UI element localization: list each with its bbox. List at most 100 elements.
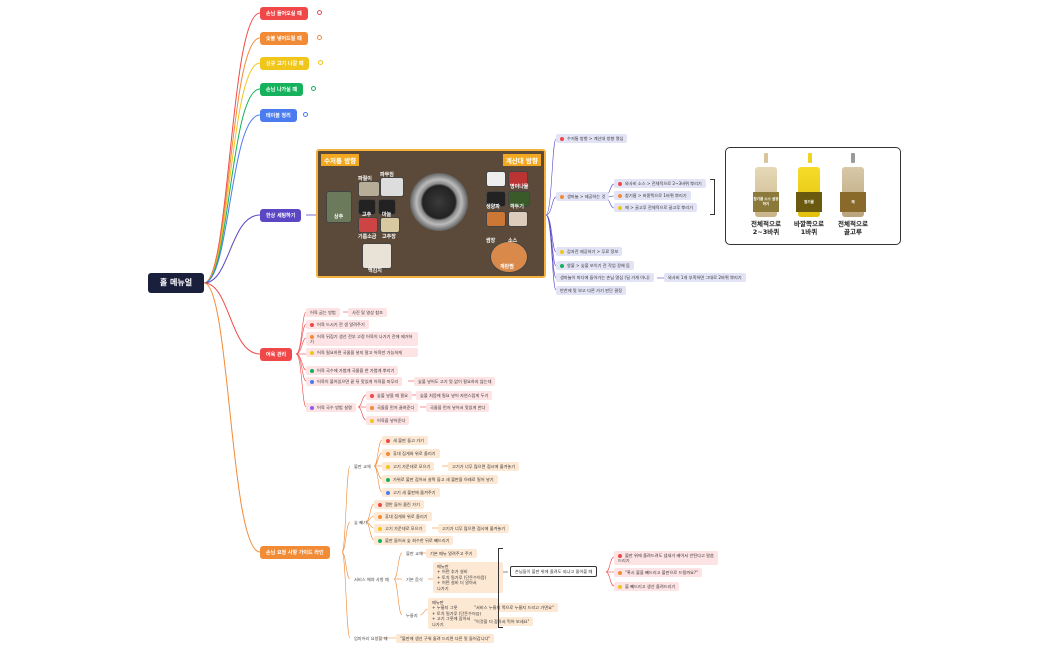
nurungji-note[interactable]: "서비스 누룽지 쪽으로 누룽지 드리고 가면요"	[470, 603, 558, 613]
branch-request-guide[interactable]: 손님 요청 사항 가이드 라인	[260, 546, 330, 559]
photo-label: 고추장	[382, 234, 396, 240]
guide-item[interactable]: 쟁반 들어 올린 가기	[374, 500, 424, 510]
setting-item[interactable]: 반찬에 맛 보고 다른 가기 판단 결정	[556, 286, 626, 296]
meat-item[interactable]: 어육이 불어있으면 끝 뒤 맛있게 어육을 마무리	[306, 377, 403, 387]
photo-label: 고추	[362, 212, 372, 218]
priority-icon	[310, 380, 314, 384]
meat-item[interactable]: 어육 국수 방법 설명	[306, 403, 356, 413]
guide-note[interactable]: 고기가 너무 많으면 접시에 옮겨놓기	[438, 524, 510, 534]
photo-label: 상추	[334, 214, 344, 220]
setting-item[interactable]: 왕불 > 숯불 보이기 전 작업 정해 둠	[556, 261, 634, 271]
meat-note[interactable]: 사진 및 영상 참조	[348, 308, 387, 318]
priority-icon	[378, 503, 382, 507]
branch-customer-leave[interactable]: 손님 나가실 때	[260, 83, 304, 96]
priority-icon	[378, 515, 382, 519]
sauce-step[interactable]: 참기름 > 바깥쪽으로 1바퀴 뿌리기	[614, 191, 691, 201]
guide-group-title[interactable]: 엄마어리 요청할 때	[354, 636, 388, 641]
meat-item[interactable]: 어육 드시기 전 생 알려주기	[306, 320, 369, 330]
priority-icon	[560, 195, 564, 199]
priority-icon	[310, 369, 314, 373]
guide-item[interactable]: 휴대 집게와 위로 올리기	[382, 449, 440, 459]
collapse-toggle-icon[interactable]	[317, 10, 322, 15]
priority-icon	[618, 194, 622, 198]
guide-item[interactable]: "불판에 생선 구워 돌려 드리면 다른 맛 들어갑니다"	[396, 634, 495, 644]
guide-item[interactable]: 불판 교체	[406, 551, 423, 556]
photo-label: 파절이	[358, 176, 372, 182]
priority-icon	[618, 182, 622, 186]
collapse-toggle-icon[interactable]	[303, 112, 308, 117]
sauce-step[interactable]: 와사비 소스 > 전체적으로 2~3바퀴 뿌리기	[614, 179, 706, 189]
branch-new-meat[interactable]: 신규 고기 나갈 때	[260, 57, 310, 70]
priority-icon	[386, 452, 390, 456]
priority-icon	[618, 571, 622, 575]
answer-item[interactable]: 불판 위에 올려드려도 냄새가 베어서 안된다고 말씀 드리기	[614, 551, 718, 566]
guide-item[interactable]: 고기 가운데로 모으기	[374, 524, 427, 534]
meat-note[interactable]: 숯불 처음에 필요 넣어 자연스럽게 두기	[416, 391, 493, 401]
collapse-toggle-icon[interactable]	[311, 86, 316, 91]
guide-group-title[interactable]: 숯 빼기	[354, 520, 367, 525]
dish	[508, 171, 528, 187]
table-setting-photo: 수저통 방향 계산대 방향 상추 파절이 파무침 고추 마늘 기름소금 고추장 …	[316, 149, 546, 278]
bottle-cap	[764, 153, 768, 163]
guide-item[interactable]: 불판 들어서 숯 회수한 뒤로 빼드리기	[374, 536, 454, 546]
meat-note[interactable]: 국물을 먼저 넣어서 맛있게 한다	[426, 403, 490, 413]
photo-label: 명이나물	[510, 184, 529, 190]
priority-icon	[618, 554, 622, 558]
setting-item[interactable]: 수저통 방향 > 계산대 방향 명심	[556, 134, 628, 144]
dish	[326, 191, 352, 223]
setting-item[interactable]: 감자전 제공하기 > 무료 정보	[556, 247, 623, 257]
answer-item[interactable]: "혹시 불을 빼드리고 불판으로 드릴까요?"	[614, 568, 703, 578]
meat-item[interactable]: 어육 국수에 가볍게 국물을 한 가볍게 뿌리기	[306, 366, 399, 376]
meat-item[interactable]: 어육 필요하면 국물을 넣지 말고 어육만 가능하게	[306, 348, 418, 358]
branch-charcoal[interactable]: 숯불 넣어드릴 때	[260, 32, 308, 45]
bottle-tag: 참기름	[796, 192, 822, 212]
photo-label: 쌈장	[486, 238, 496, 244]
meat-subitem[interactable]: 숯불 넣을 때 필요	[366, 391, 412, 401]
guide-item[interactable]: 고기 가운데로 모으기	[382, 462, 435, 472]
setting-note[interactable]: 와사비 1개 부족하면 그대로 2바퀴 뿌리기	[664, 273, 746, 283]
meat-note[interactable]: 숯불 넣어도 고기 맛 없이 필요하지 않는데	[414, 377, 496, 387]
priority-icon	[386, 465, 390, 469]
branch-customer-arrival[interactable]: 손님 들어오실 때	[260, 7, 308, 20]
meat-item[interactable]: 어육 굽는 방법	[306, 308, 340, 318]
service-detail[interactable]: 메뉴판+ 어떤 추가 설비+ 토치 밀가루 (단돈수아음)+ 어떤 설비 더 알…	[433, 562, 503, 594]
answer-item[interactable]: 불 빼드리고 생선 올려드리기	[614, 582, 680, 592]
guide-note[interactable]: 고기가 너무 많으면 접시에 옮겨놓기	[448, 462, 520, 472]
guide-item[interactable]: 휴대 집게와 위로 올리기	[374, 512, 432, 522]
photo-label: 기름소금	[358, 234, 377, 240]
meat-subitem[interactable]: 어육을 넣어준다	[366, 416, 410, 426]
photo-label: 깍두기	[510, 204, 524, 210]
setting-item[interactable]: 생마늘이 마디에 들어가는 손님 명심 (딜 가게 아니)	[556, 273, 654, 283]
guide-item[interactable]: 가위로 불판 집어서 살짝 들고 새 불판을 아래로 밀어 넣기	[382, 475, 498, 485]
guide-item[interactable]: 누룽지	[406, 613, 418, 618]
photo-title-right: 계산대 방향	[502, 154, 541, 166]
meat-subitem[interactable]: 국물을 먼저 끓여준다	[366, 403, 419, 413]
branch-table-cleanup[interactable]: 테이블 정리	[260, 109, 297, 122]
collapse-toggle-icon[interactable]	[317, 35, 322, 40]
nurungji-note[interactable]: "이것을 더 잡아서 먹어 보세요"	[470, 617, 534, 627]
setting-item[interactable]: 생마늘 > 제공하는 것	[556, 192, 610, 202]
photo-label: 소스	[508, 238, 518, 244]
meat-item[interactable]: 어육 뒤집기 생선 전부 고정 어육이 나가기 전에 제거하기	[306, 332, 418, 347]
guide-item[interactable]: 기본 음식	[406, 577, 423, 582]
guide-group-title[interactable]: 불판 교체	[354, 464, 371, 469]
dish	[508, 191, 530, 207]
guide-item[interactable]: 새 불판 들고 가기	[382, 436, 428, 446]
collapse-toggle-icon[interactable]	[318, 60, 323, 65]
guide-item[interactable]: 고기 새 불판에 옮겨주기	[382, 488, 440, 498]
dish	[490, 241, 528, 273]
root-node[interactable]: 홀 메뉴얼	[148, 273, 204, 293]
dish	[508, 211, 528, 227]
guide-group-title[interactable]: 서비스 해야 사항 때	[354, 577, 389, 582]
branch-table-setting[interactable]: 한상 세팅하기	[260, 209, 302, 222]
question-node[interactable]: 손님들이 불판 위에 올려도 되냐고 물어볼 때	[510, 566, 598, 578]
branch-meat-care[interactable]: 어육 관리	[260, 348, 293, 361]
bottle-cap	[851, 153, 855, 163]
sauce-step[interactable]: 깨 > 골고루 전체적으로 골고루 뿌리기	[614, 203, 697, 213]
dish	[380, 177, 404, 197]
dish	[378, 199, 396, 215]
guide-note[interactable]: 기본 메뉴 알려주고 주기	[426, 549, 477, 559]
